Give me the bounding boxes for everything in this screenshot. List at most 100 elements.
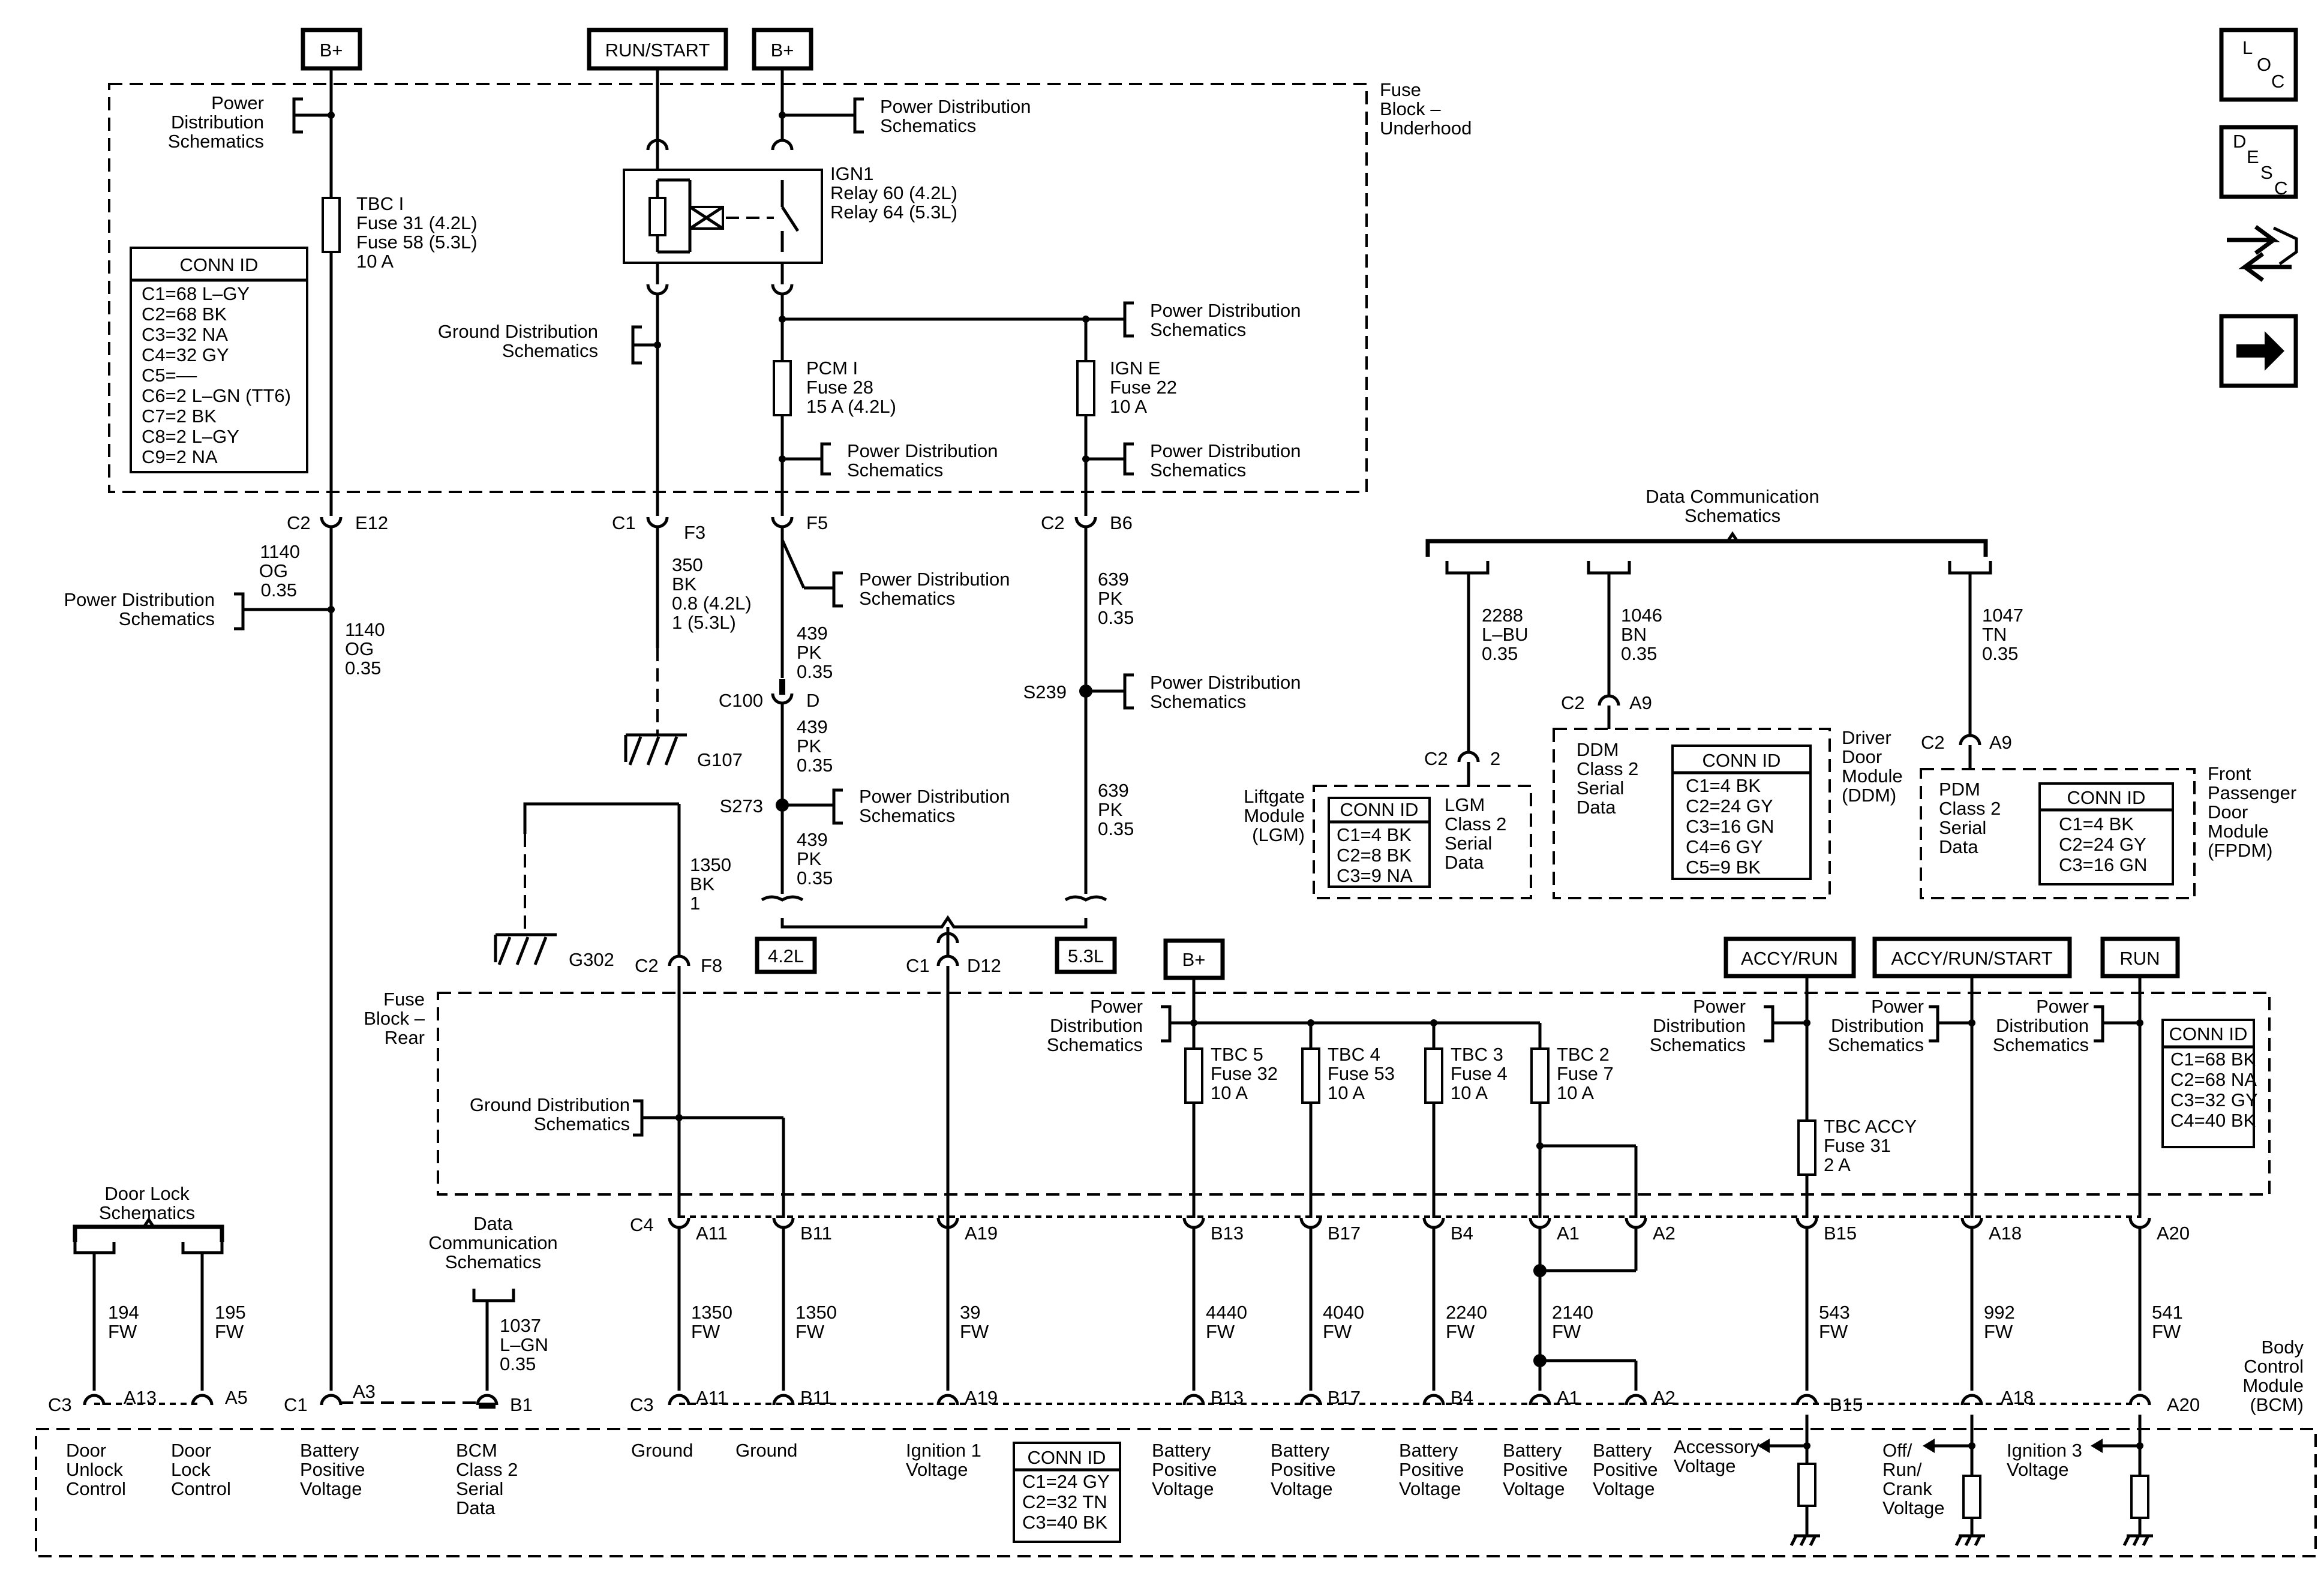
svg-text:C3=16 GN: C3=16 GN bbox=[1686, 816, 1774, 837]
svg-text:Schematics: Schematics bbox=[1650, 1034, 1746, 1055]
ign-e-fuse bbox=[1076, 360, 1095, 416]
svg-text:10 A: 10 A bbox=[1557, 1082, 1594, 1103]
svg-text:Door: Door bbox=[1842, 746, 1882, 767]
svg-text:1047: 1047 bbox=[1982, 605, 2023, 626]
svg-text:639: 639 bbox=[1098, 569, 1129, 590]
svg-text:Battery: Battery bbox=[300, 1440, 359, 1461]
svg-text:Ground Distribution: Ground Distribution bbox=[470, 1094, 630, 1115]
svg-text:Positive: Positive bbox=[1152, 1459, 1217, 1480]
g302-ground bbox=[494, 933, 557, 965]
svg-text:Schematics: Schematics bbox=[534, 1113, 630, 1134]
svg-text:(BCM): (BCM) bbox=[2250, 1394, 2304, 1415]
svg-text:0.35: 0.35 bbox=[797, 661, 833, 682]
svg-text:Block –: Block – bbox=[364, 1008, 425, 1029]
svg-text:C3=9 NA: C3=9 NA bbox=[1337, 865, 1413, 886]
svg-text:Accessory: Accessory bbox=[1674, 1436, 1759, 1457]
svg-text:TBC I: TBC I bbox=[356, 193, 404, 214]
svg-text:Fuse 58 (5.3L): Fuse 58 (5.3L) bbox=[356, 232, 478, 253]
next-arrow-icon[interactable] bbox=[2219, 314, 2298, 388]
svg-text:A9: A9 bbox=[1989, 732, 2012, 753]
svg-text:Positive: Positive bbox=[300, 1459, 365, 1480]
svg-text:Class 2: Class 2 bbox=[456, 1459, 518, 1480]
svg-text:C3=40 BK: C3=40 BK bbox=[1022, 1512, 1108, 1533]
svg-text:(LGM): (LGM) bbox=[1252, 824, 1305, 845]
svg-text:Relay 60 (4.2L): Relay 60 (4.2L) bbox=[830, 182, 957, 203]
svg-text:Battery: Battery bbox=[1152, 1440, 1211, 1461]
svg-text:Positive: Positive bbox=[1593, 1459, 1658, 1480]
svg-text:Schematics: Schematics bbox=[445, 1251, 541, 1272]
accy-run-source-box bbox=[1724, 936, 1856, 978]
svg-text:Battery: Battery bbox=[1271, 1440, 1330, 1461]
bcm-conn-id-table: CONN ID C1=24 GY C2=32 TN C3=40 BK bbox=[1013, 1442, 1121, 1543]
svg-text:Ignition 3: Ignition 3 bbox=[2007, 1440, 2082, 1461]
svg-text:Schematics: Schematics bbox=[1828, 1034, 1924, 1055]
svg-text:C2=8 BK: C2=8 BK bbox=[1337, 845, 1412, 866]
svg-text:C4=40 BK: C4=40 BK bbox=[2170, 1110, 2256, 1131]
svg-text:Driver: Driver bbox=[1842, 727, 1891, 748]
svg-text:BK: BK bbox=[690, 873, 715, 894]
svg-text:A5: A5 bbox=[225, 1387, 248, 1408]
svg-text:Ground: Ground bbox=[735, 1440, 797, 1461]
svg-text:Module: Module bbox=[1842, 766, 1903, 787]
svg-text:B4: B4 bbox=[1451, 1387, 1473, 1408]
svg-text:Serial: Serial bbox=[1445, 833, 1492, 854]
tbc-i-fuse bbox=[322, 197, 341, 253]
wrench-arrows-icon[interactable] bbox=[2227, 225, 2298, 282]
svg-text:CONN ID: CONN ID bbox=[1028, 1447, 1106, 1468]
svg-text:IGN E: IGN E bbox=[1110, 358, 1160, 379]
svg-text:B17: B17 bbox=[1328, 1387, 1361, 1408]
svg-text:DDM: DDM bbox=[1577, 739, 1619, 760]
ddm-conn-id-table: CONN ID C1=4 BK C2=24 GY C3=16 GN C4=6 G… bbox=[1671, 745, 1812, 880]
svg-text:Fuse 32: Fuse 32 bbox=[1211, 1063, 1278, 1084]
svg-text:C1=24 GY: C1=24 GY bbox=[1022, 1471, 1110, 1492]
svg-text:Battery: Battery bbox=[1399, 1440, 1458, 1461]
svg-text:L–GN: L–GN bbox=[500, 1334, 548, 1355]
svg-text:F3: F3 bbox=[684, 522, 705, 543]
svg-text:Data Communication: Data Communication bbox=[1646, 486, 1819, 507]
svg-text:D: D bbox=[806, 690, 819, 711]
svg-text:C2: C2 bbox=[1561, 692, 1585, 713]
svg-text:Liftgate: Liftgate bbox=[1244, 786, 1305, 807]
svg-text:Front: Front bbox=[2208, 763, 2251, 784]
svg-text:TN: TN bbox=[1982, 624, 2007, 645]
fuse-block-underhood-label-2: Block – bbox=[1380, 98, 1441, 119]
tbc-accy-fuse bbox=[1797, 1119, 1816, 1176]
fuse-block-rear-boundary bbox=[437, 992, 2271, 1196]
svg-text:0.35: 0.35 bbox=[1098, 607, 1134, 628]
svg-text:FW: FW bbox=[108, 1321, 137, 1342]
svg-text:Voltage: Voltage bbox=[1271, 1478, 1332, 1499]
pdm-conn-id-table: CONN ID C1=4 BK C2=24 GY C3=16 GN bbox=[2038, 782, 2174, 885]
svg-text:Data: Data bbox=[456, 1497, 496, 1518]
svg-text:C1=68 BK: C1=68 BK bbox=[2170, 1049, 2256, 1070]
svg-text:2288: 2288 bbox=[1482, 605, 1523, 626]
description-icon[interactable]: D E S C bbox=[2219, 125, 2298, 199]
svg-text:Fuse 53: Fuse 53 bbox=[1328, 1063, 1395, 1084]
svg-text:A11: A11 bbox=[696, 1387, 728, 1408]
svg-text:1140: 1140 bbox=[260, 541, 300, 562]
svg-text:C2=32 TN: C2=32 TN bbox=[1022, 1491, 1107, 1512]
svg-text:1 (5.3L): 1 (5.3L) bbox=[672, 612, 736, 633]
engine-42-box bbox=[755, 936, 817, 974]
svg-text:439: 439 bbox=[797, 716, 828, 737]
svg-text:C2=24 GY: C2=24 GY bbox=[1686, 795, 1773, 816]
svg-text:FW: FW bbox=[2152, 1321, 2181, 1342]
svg-text:L: L bbox=[2242, 37, 2253, 58]
underhood-conn-id-table: CONN ID C1=68 L–GY C2=68 BK C3=32 NA C4=… bbox=[130, 247, 308, 473]
svg-text:BK: BK bbox=[672, 574, 697, 595]
svg-text:FW: FW bbox=[1552, 1321, 1581, 1342]
svg-text:FW: FW bbox=[691, 1321, 720, 1342]
bplus-source-label: B+ bbox=[320, 40, 343, 61]
bcm-off-run-crank-input bbox=[1923, 1415, 1985, 1547]
location-icon[interactable]: L O C bbox=[2219, 28, 2298, 102]
svg-text:Positive: Positive bbox=[1399, 1459, 1464, 1480]
svg-text:TBC ACCY: TBC ACCY bbox=[1824, 1116, 1917, 1137]
svg-text:4040: 4040 bbox=[1323, 1302, 1364, 1323]
svg-text:B1: B1 bbox=[510, 1394, 533, 1415]
ign1-relay bbox=[623, 169, 823, 264]
svg-text:Power: Power bbox=[211, 92, 264, 113]
svg-text:Door: Door bbox=[2208, 801, 2248, 822]
svg-text:LGM: LGM bbox=[1445, 794, 1485, 815]
fuse-block-underhood-label-1: Fuse bbox=[1380, 79, 1421, 100]
svg-text:F8: F8 bbox=[701, 955, 722, 976]
